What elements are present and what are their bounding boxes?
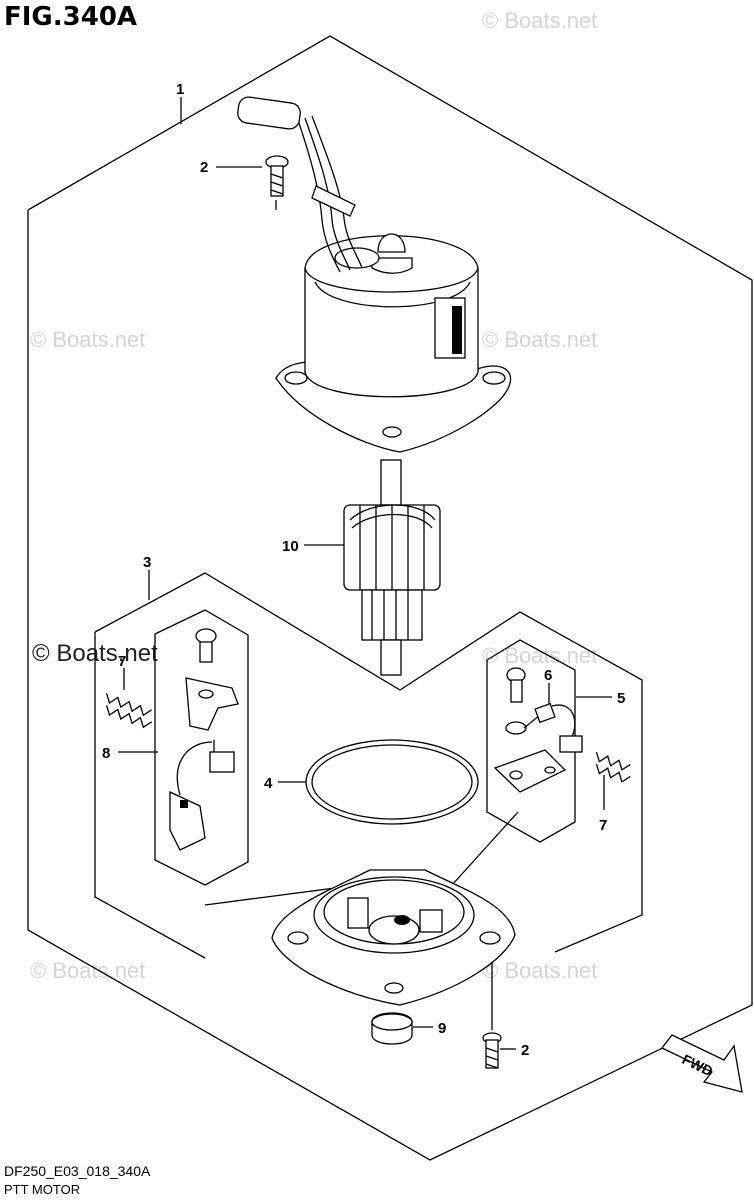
figure-title: FIG.340A — [4, 2, 138, 32]
callout-7-left: 7 — [118, 653, 126, 670]
callout-1: 1 — [176, 81, 184, 98]
bracket-5-link — [451, 811, 519, 886]
brush-assembly-right — [486, 639, 583, 843]
watermark: © Boats.net — [482, 643, 598, 668]
callout-7-right: 7 — [599, 817, 607, 834]
callout-4: 4 — [264, 775, 273, 792]
callout-6: 6 — [544, 667, 552, 684]
armature — [343, 459, 441, 676]
bushing — [371, 1012, 413, 1045]
callout-8: 8 — [102, 745, 110, 762]
fwd-arrow-icon: FWD — [660, 1034, 743, 1093]
bolt-bottom — [482, 1032, 502, 1069]
assembly-boundary-1 — [27, 35, 753, 1161]
callout-10: 10 — [282, 538, 299, 555]
watermark: © Boats.net — [482, 327, 598, 352]
spring-right — [595, 751, 631, 783]
callout-3: 3 — [143, 554, 151, 571]
spring-left — [105, 693, 153, 729]
end-cap — [271, 869, 516, 1006]
callout-9: 9 — [438, 1020, 446, 1037]
callout-5: 5 — [617, 690, 625, 707]
watermark: © Boats.net — [30, 958, 146, 983]
figure-code: DF250_E03_018_340A — [4, 1163, 151, 1179]
motor-housing — [237, 96, 512, 453]
assembly-boundary-3-left — [94, 632, 206, 959]
figure-caption: PTT MOTOR — [4, 1182, 81, 1197]
brush-assembly-left — [154, 609, 249, 886]
watermark: © Boats.net — [482, 8, 598, 33]
o-ring — [305, 739, 479, 825]
watermark: © Boats.net — [482, 958, 598, 983]
callout-2-top: 2 — [200, 159, 208, 176]
watermark: © Boats.net — [30, 327, 146, 352]
assembly-boundary-3 — [94, 572, 643, 953]
callout-2-bottom: 2 — [521, 1042, 529, 1059]
